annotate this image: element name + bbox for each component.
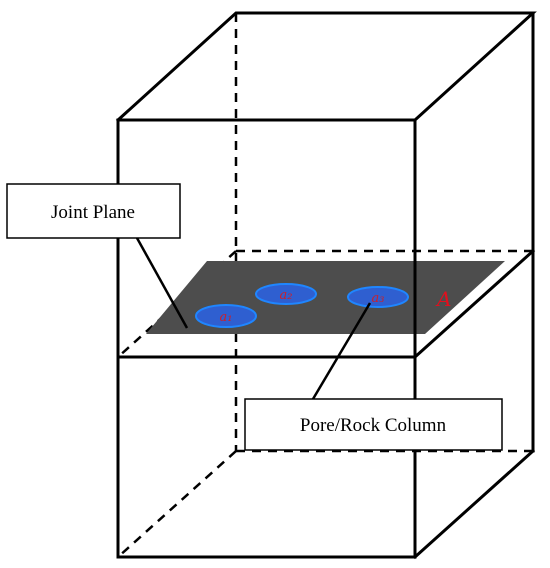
top-face-edges — [115, 11, 537, 123]
pore-a3 — [347, 286, 409, 308]
pore-rock-column-label: Pore/Rock Column — [300, 415, 447, 436]
joint-plane-label: Joint Plane — [51, 202, 135, 223]
joint-plane-callout: Joint Plane — [6, 183, 189, 329]
pore-a2-label: a₂ — [280, 288, 293, 303]
pore-a2 — [255, 283, 317, 305]
pore-a3-label: a₃ — [372, 291, 385, 306]
area-label: A — [435, 287, 451, 311]
pore-a1 — [195, 304, 257, 328]
visible-edges — [115, 11, 537, 560]
pore-rock-column-leader — [311, 302, 372, 400]
pores: a₁ a₂ a₃ — [195, 283, 409, 328]
front-face — [116, 118, 417, 559]
joint-plane-leader — [135, 237, 189, 329]
joint-right-depth-edge — [412, 248, 536, 360]
bottom-left-depth-edge — [117, 450, 237, 558]
pore-rock-column-label-box — [244, 398, 503, 451]
pore-rock-column-callout: Pore/Rock Column — [244, 302, 503, 451]
joint-left-depth-edge — [117, 250, 237, 358]
bottom-right-depth-edge — [412, 448, 536, 560]
pore-a1-label: a₁ — [220, 310, 233, 325]
hidden-edges — [117, 13, 533, 558]
joint-plane-label-box — [6, 183, 181, 239]
